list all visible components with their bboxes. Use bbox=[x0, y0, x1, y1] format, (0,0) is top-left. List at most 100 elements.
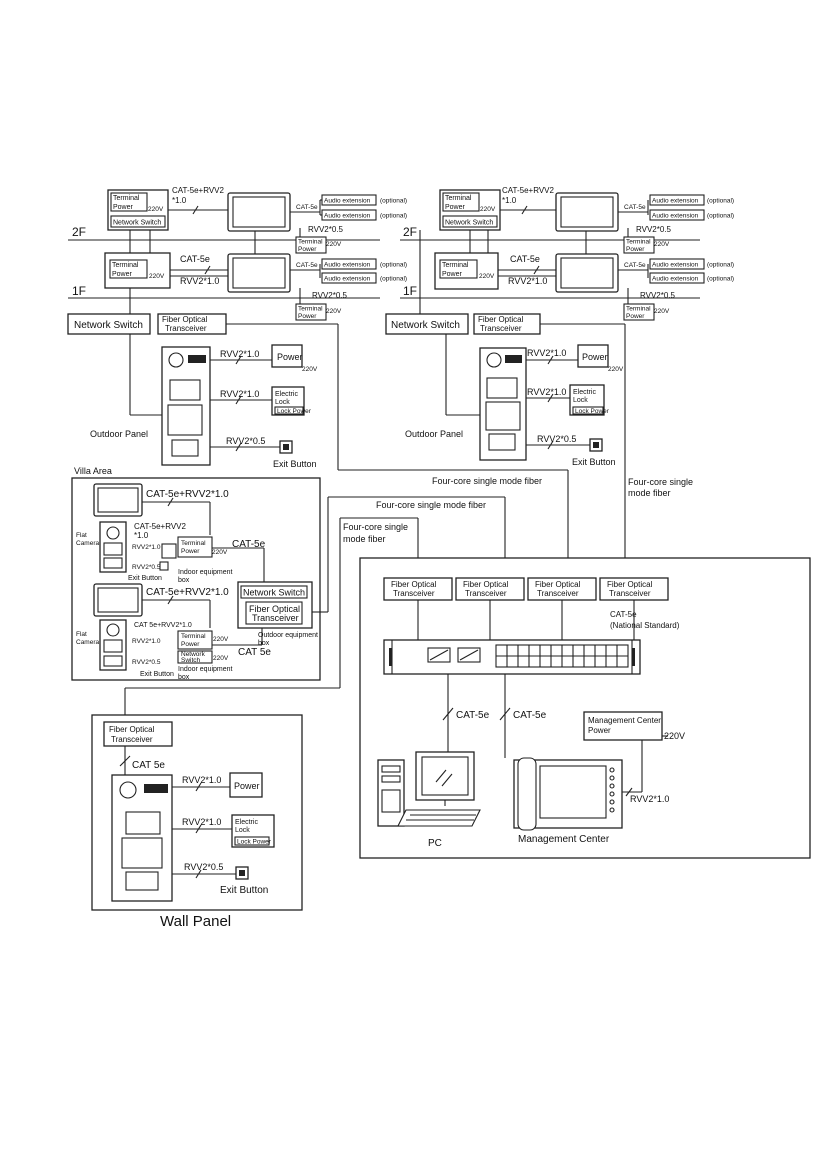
svg-text:Transceiver: Transceiver bbox=[393, 589, 435, 598]
svg-text:(optional): (optional) bbox=[707, 262, 734, 269]
svg-text:Indoor equipment: Indoor equipment bbox=[178, 666, 233, 673]
svg-text:RVV2*1.0: RVV2*1.0 bbox=[508, 276, 547, 286]
svg-text:(optional): (optional) bbox=[707, 276, 734, 283]
svg-text:Exit Button: Exit Button bbox=[572, 457, 616, 467]
svg-text:CAT-5e: CAT-5e bbox=[610, 610, 637, 619]
svg-text:Power: Power bbox=[626, 313, 645, 320]
svg-text:RVV2*1.0: RVV2*1.0 bbox=[182, 775, 221, 785]
svg-text:2F: 2F bbox=[403, 225, 417, 239]
svg-text:(optional): (optional) bbox=[707, 198, 734, 205]
svg-text:*1.0: *1.0 bbox=[172, 196, 187, 205]
svg-text:Fiber Optical: Fiber Optical bbox=[535, 580, 581, 589]
svg-text:Power: Power bbox=[298, 246, 317, 253]
management-center-area: Fiber Optical Transceiver Fiber Optical … bbox=[359, 557, 811, 859]
svg-text:Audio extension: Audio extension bbox=[652, 262, 699, 269]
svg-text:RVV2*0.5: RVV2*0.5 bbox=[308, 225, 344, 234]
svg-text:Lock: Lock bbox=[235, 827, 250, 834]
svg-text:RVV2*1.0: RVV2*1.0 bbox=[630, 794, 669, 804]
right-building: 2F 1F Terminal Power 220V Network Switch… bbox=[385, 186, 734, 467]
svg-text:CAT-5e: CAT-5e bbox=[296, 262, 318, 269]
pc-workstation: PC bbox=[377, 751, 481, 849]
svg-text:Camera: Camera bbox=[76, 639, 100, 646]
svg-text:Four-core single mode fiber: Four-core single mode fiber bbox=[432, 476, 542, 486]
svg-text:CAT-5e+RVV2: CAT-5e+RVV2 bbox=[172, 186, 225, 195]
svg-text:Transceiver: Transceiver bbox=[480, 324, 522, 333]
svg-text:220V: 220V bbox=[212, 549, 228, 556]
svg-text:Fiber Optical: Fiber Optical bbox=[109, 725, 155, 734]
svg-text:Lock Power: Lock Power bbox=[277, 408, 312, 415]
svg-text:(optional): (optional) bbox=[380, 213, 407, 220]
svg-text:Transceiver: Transceiver bbox=[165, 324, 207, 333]
svg-text:220V: 220V bbox=[326, 308, 342, 315]
svg-text:CAT-5e: CAT-5e bbox=[296, 204, 318, 211]
svg-text:Audio extension: Audio extension bbox=[652, 198, 699, 205]
svg-text:Power: Power bbox=[298, 313, 317, 320]
svg-text:Lock: Lock bbox=[275, 399, 290, 406]
management-center-label: Management Center bbox=[518, 834, 610, 845]
svg-text:Terminal: Terminal bbox=[626, 306, 651, 313]
svg-text:Four-core single: Four-core single bbox=[343, 522, 408, 532]
svg-text:Electric: Electric bbox=[573, 389, 596, 396]
svg-text:Power: Power bbox=[234, 781, 260, 791]
svg-text:Audio extension: Audio extension bbox=[324, 198, 371, 205]
svg-text:Flat: Flat bbox=[76, 532, 87, 539]
svg-text:Terminal: Terminal bbox=[112, 262, 139, 269]
management-center-power bbox=[583, 711, 663, 741]
svg-text:Audio extension: Audio extension bbox=[652, 213, 699, 220]
svg-text:220V: 220V bbox=[326, 241, 342, 248]
svg-text:Indoor equipment: Indoor equipment bbox=[178, 569, 233, 576]
wall-panel-area: Fiber Optical Transceiver CAT 5e RVV2*1.… bbox=[91, 714, 303, 930]
left-building: 2F 1F Terminal Power 220V Network Switch… bbox=[67, 186, 407, 469]
svg-text:Terminal: Terminal bbox=[298, 306, 323, 313]
svg-text:Network Switch: Network Switch bbox=[243, 588, 305, 598]
svg-text:Exit Button: Exit Button bbox=[220, 885, 268, 896]
svg-text:*1.0: *1.0 bbox=[134, 531, 149, 540]
svg-text:Terminal: Terminal bbox=[626, 239, 651, 246]
floor-label-2f: 2F bbox=[72, 225, 86, 239]
svg-text:Outdoor Panel: Outdoor Panel bbox=[90, 429, 148, 439]
svg-text:mode fiber: mode fiber bbox=[343, 534, 386, 544]
svg-text:(optional): (optional) bbox=[380, 262, 407, 269]
floor-label-1f: 1F bbox=[72, 284, 86, 298]
svg-text:RVV2*0.5: RVV2*0.5 bbox=[537, 434, 576, 444]
power-box bbox=[271, 344, 303, 368]
svg-text:CAT-5e: CAT-5e bbox=[232, 539, 266, 550]
svg-text:(optional): (optional) bbox=[707, 213, 734, 220]
svg-text:RVV2*1.0: RVV2*1.0 bbox=[180, 276, 219, 286]
svg-text:Power: Power bbox=[112, 271, 133, 278]
svg-text:Terminal: Terminal bbox=[298, 239, 323, 246]
svg-text:RVV2*1.0: RVV2*1.0 bbox=[132, 638, 161, 645]
svg-text:Terminal: Terminal bbox=[442, 262, 469, 269]
svg-text:Power: Power bbox=[277, 352, 303, 362]
svg-text:Four-core single mode fiber: Four-core single mode fiber bbox=[376, 500, 486, 510]
svg-text:Exit Button: Exit Button bbox=[128, 575, 162, 582]
svg-text:Fiber Optical: Fiber Optical bbox=[162, 315, 208, 324]
wall-panel-label: Wall Panel bbox=[160, 913, 231, 930]
svg-text:RVV2*0.5: RVV2*0.5 bbox=[312, 291, 348, 300]
svg-text:220V: 220V bbox=[654, 241, 670, 248]
svg-text:Lock: Lock bbox=[573, 397, 588, 404]
svg-text:Power: Power bbox=[113, 204, 134, 211]
svg-text:CAT 5e: CAT 5e bbox=[238, 647, 271, 658]
svg-text:Transceiver: Transceiver bbox=[465, 589, 507, 598]
svg-text:mode fiber: mode fiber bbox=[628, 488, 671, 498]
svg-text:Electric: Electric bbox=[235, 819, 258, 826]
svg-text:220V: 220V bbox=[149, 273, 165, 280]
svg-text:Terminal: Terminal bbox=[181, 540, 206, 547]
svg-text:Fiber Optical: Fiber Optical bbox=[463, 580, 509, 589]
svg-text:Power: Power bbox=[445, 204, 466, 211]
svg-text:Transceiver: Transceiver bbox=[609, 589, 651, 598]
svg-text:220V: 220V bbox=[302, 366, 318, 373]
svg-text:CAT-5e: CAT-5e bbox=[513, 710, 547, 721]
svg-text:Lock Power: Lock Power bbox=[237, 839, 272, 846]
svg-text:Switch: Switch bbox=[181, 657, 201, 664]
svg-text:RVV2*1.0: RVV2*1.0 bbox=[220, 349, 259, 359]
svg-text:1F: 1F bbox=[403, 284, 417, 298]
svg-text:RVV2*0.5: RVV2*0.5 bbox=[226, 436, 265, 446]
svg-text:CAT-5e+RVV2*1.0: CAT-5e+RVV2*1.0 bbox=[146, 489, 229, 500]
svg-text:CAT-5e: CAT-5e bbox=[624, 204, 646, 211]
svg-text:220V: 220V bbox=[480, 206, 496, 213]
svg-text:Fiber Optical: Fiber Optical bbox=[249, 604, 300, 614]
svg-text:Outdoor Panel: Outdoor Panel bbox=[405, 429, 463, 439]
svg-text:CAT-5e+RVV2: CAT-5e+RVV2 bbox=[502, 186, 555, 195]
